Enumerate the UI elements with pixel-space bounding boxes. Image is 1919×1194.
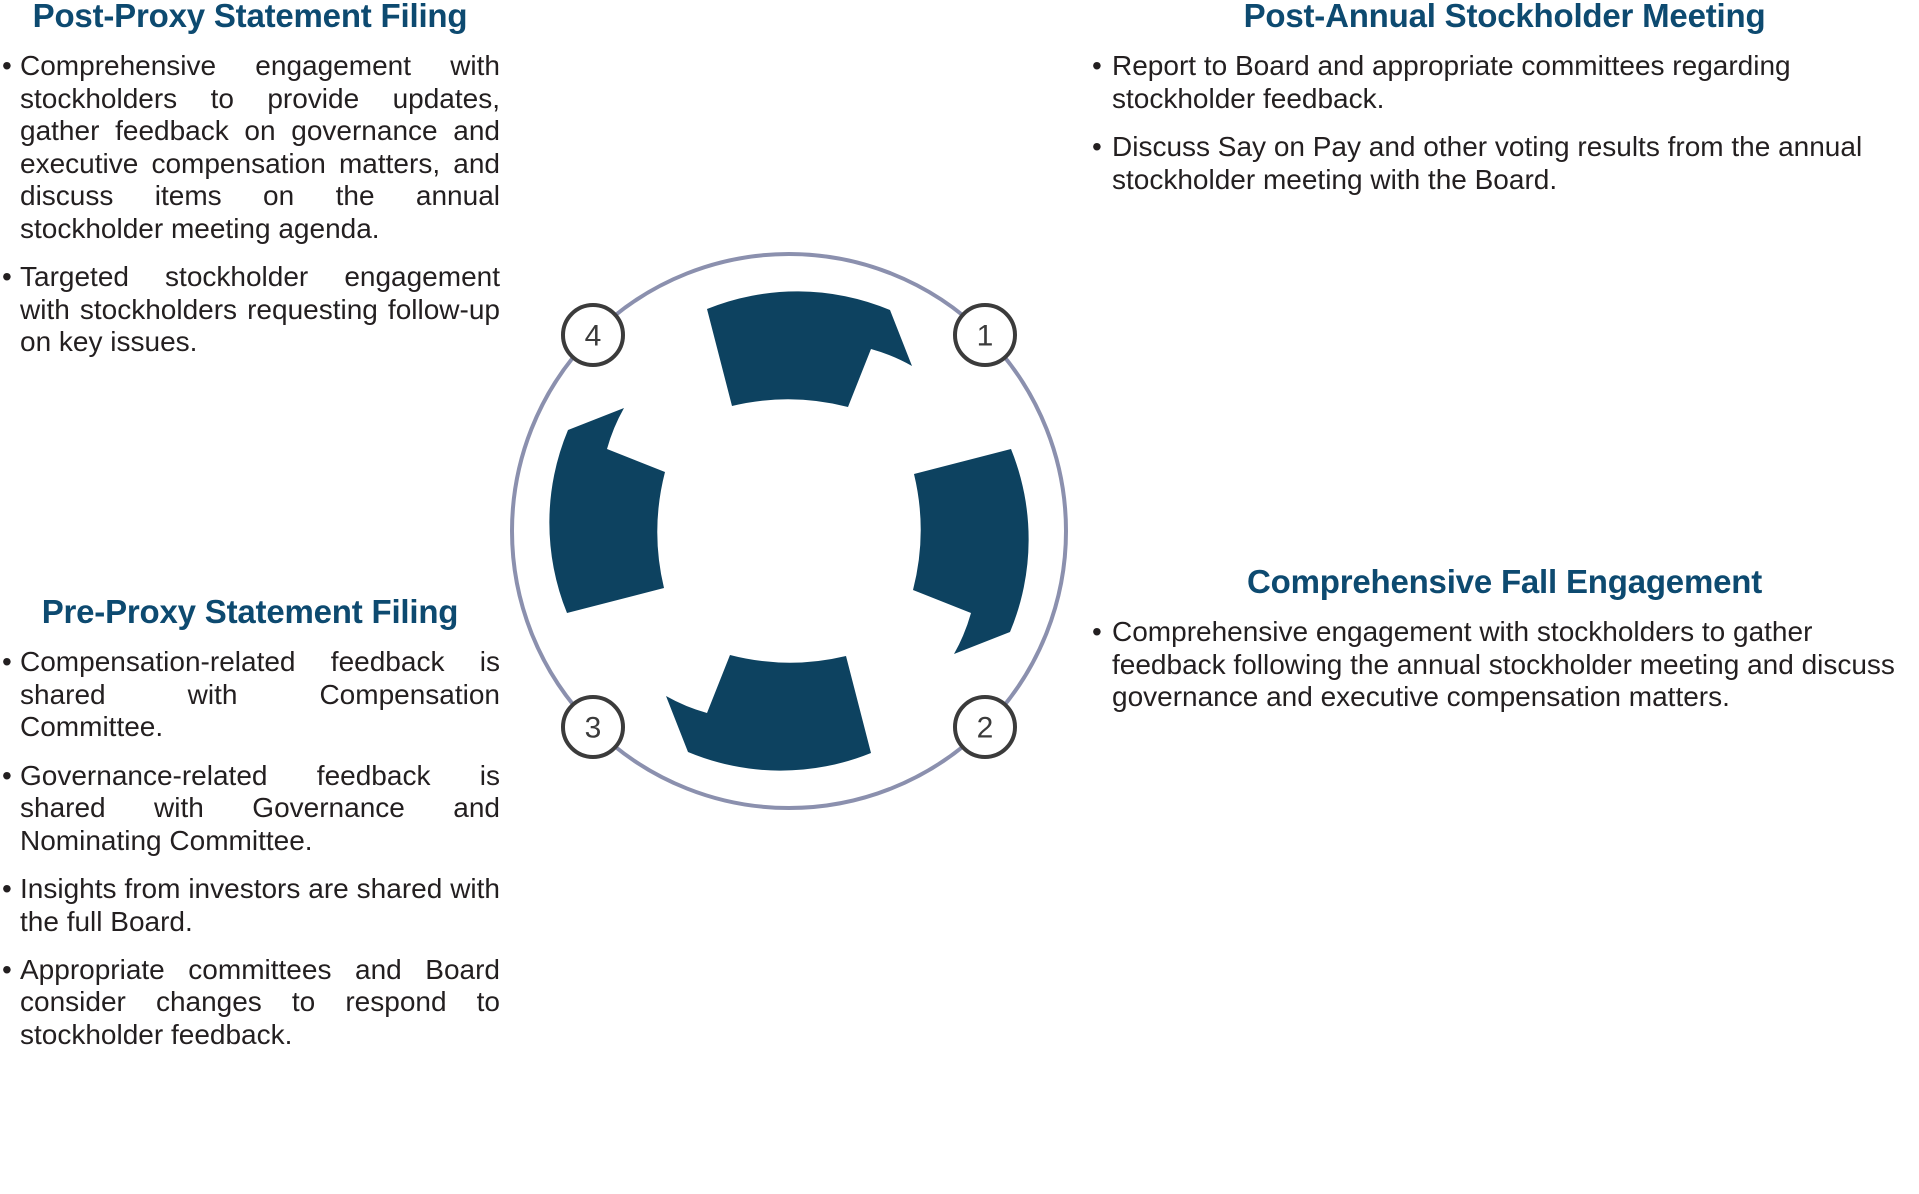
step-3-circle[interactable] bbox=[561, 695, 625, 759]
bullet-text: Insights from investors are shared with … bbox=[20, 873, 500, 937]
bullet-list-pre-proxy: • Compensation-related feedback is share… bbox=[0, 646, 500, 1051]
bullet-icon: • bbox=[1092, 616, 1102, 648]
bullet-text: Appropriate committees and Board conside… bbox=[20, 954, 500, 1050]
section-post-proxy-statement-filing: Post-Proxy Statement Filing • Comprehens… bbox=[0, 0, 500, 358]
section-title-pre-proxy: Pre-Proxy Statement Filing bbox=[41, 593, 459, 630]
bullet-text: Report to Board and appropriate committe… bbox=[1112, 50, 1791, 114]
section-title-post-annual: Post-Annual Stockholder Meeting bbox=[1243, 0, 1766, 34]
list-item: • Insights from investors are shared wit… bbox=[0, 873, 500, 938]
step-2-circle[interactable] bbox=[953, 695, 1017, 759]
bullet-icon: • bbox=[2, 759, 12, 791]
list-item: • Comprehensive engagement with stockhol… bbox=[0, 50, 500, 245]
section-post-annual-stockholder-meeting: Post-Annual Stockholder Meeting • Report… bbox=[1090, 0, 1919, 196]
bullet-text: Comprehensive engagement with stockholde… bbox=[20, 50, 500, 244]
cycle-diagram: 1 2 3 4 bbox=[504, 246, 1074, 816]
step-2-number: 2 bbox=[977, 712, 994, 745]
list-item: • Report to Board and appropriate commit… bbox=[1090, 50, 1919, 115]
step-4-number: 4 bbox=[585, 320, 602, 353]
bullet-text: Comprehensive engagement with stockholde… bbox=[1112, 616, 1895, 713]
bullet-text: Discuss Say on Pay and other voting resu… bbox=[1112, 131, 1863, 195]
step-marker-3[interactable]: 3 bbox=[561, 695, 625, 759]
bullet-list-post-proxy: • Comprehensive engagement with stockhol… bbox=[0, 50, 500, 358]
bullet-icon: • bbox=[1092, 50, 1102, 82]
arrow-segments bbox=[549, 291, 1029, 771]
arrow-segment-3 bbox=[666, 655, 871, 771]
section-title-post-proxy: Post-Proxy Statement Filing bbox=[32, 0, 468, 34]
bullet-icon: • bbox=[2, 646, 12, 678]
bullet-list-fall-engagement: • Comprehensive engagement with stockhol… bbox=[1090, 616, 1919, 713]
section-title-fall-engagement: Comprehensive Fall Engagement bbox=[1247, 563, 1762, 600]
bullet-icon: • bbox=[2, 954, 12, 985]
step-1-number: 1 bbox=[977, 320, 994, 353]
step-3-number: 3 bbox=[585, 712, 602, 745]
bullet-text: Governance-related feedback is shared wi… bbox=[20, 759, 500, 856]
arrow-segment-1 bbox=[707, 291, 912, 407]
bullet-icon: • bbox=[2, 873, 12, 905]
bullet-text: Targeted stockholder engagement with sto… bbox=[20, 261, 500, 357]
section-comprehensive-fall-engagement: Comprehensive Fall Engagement • Comprehe… bbox=[1090, 562, 1919, 714]
section-pre-proxy-statement-filing: Pre-Proxy Statement Filing • Compensatio… bbox=[0, 592, 500, 1051]
step-1-circle[interactable] bbox=[953, 303, 1017, 367]
list-item: • Comprehensive engagement with stockhol… bbox=[1090, 616, 1919, 713]
list-item: • Appropriate committees and Board consi… bbox=[0, 954, 500, 1051]
step-marker-4[interactable]: 4 bbox=[561, 303, 625, 367]
step-marker-2[interactable]: 2 bbox=[953, 695, 1017, 759]
arrow-segment-2 bbox=[913, 449, 1029, 654]
bullet-icon: • bbox=[2, 50, 12, 82]
list-item: • Governance-related feedback is shared … bbox=[0, 760, 500, 857]
list-item: • Discuss Say on Pay and other voting re… bbox=[1090, 131, 1919, 196]
step-marker-1[interactable]: 1 bbox=[953, 303, 1017, 367]
bullet-icon: • bbox=[1092, 131, 1102, 163]
outer-ring-circle bbox=[510, 252, 1068, 810]
step-4-circle[interactable] bbox=[561, 303, 625, 367]
bullet-icon: • bbox=[2, 261, 12, 293]
list-item: • Targeted stockholder engagement with s… bbox=[0, 261, 500, 358]
list-item: • Compensation-related feedback is share… bbox=[0, 646, 500, 743]
bullet-text: Compensation-related feedback is shared … bbox=[20, 646, 500, 743]
arrow-segment-4 bbox=[549, 408, 665, 613]
bullet-list-post-annual: • Report to Board and appropriate commit… bbox=[1090, 50, 1919, 196]
